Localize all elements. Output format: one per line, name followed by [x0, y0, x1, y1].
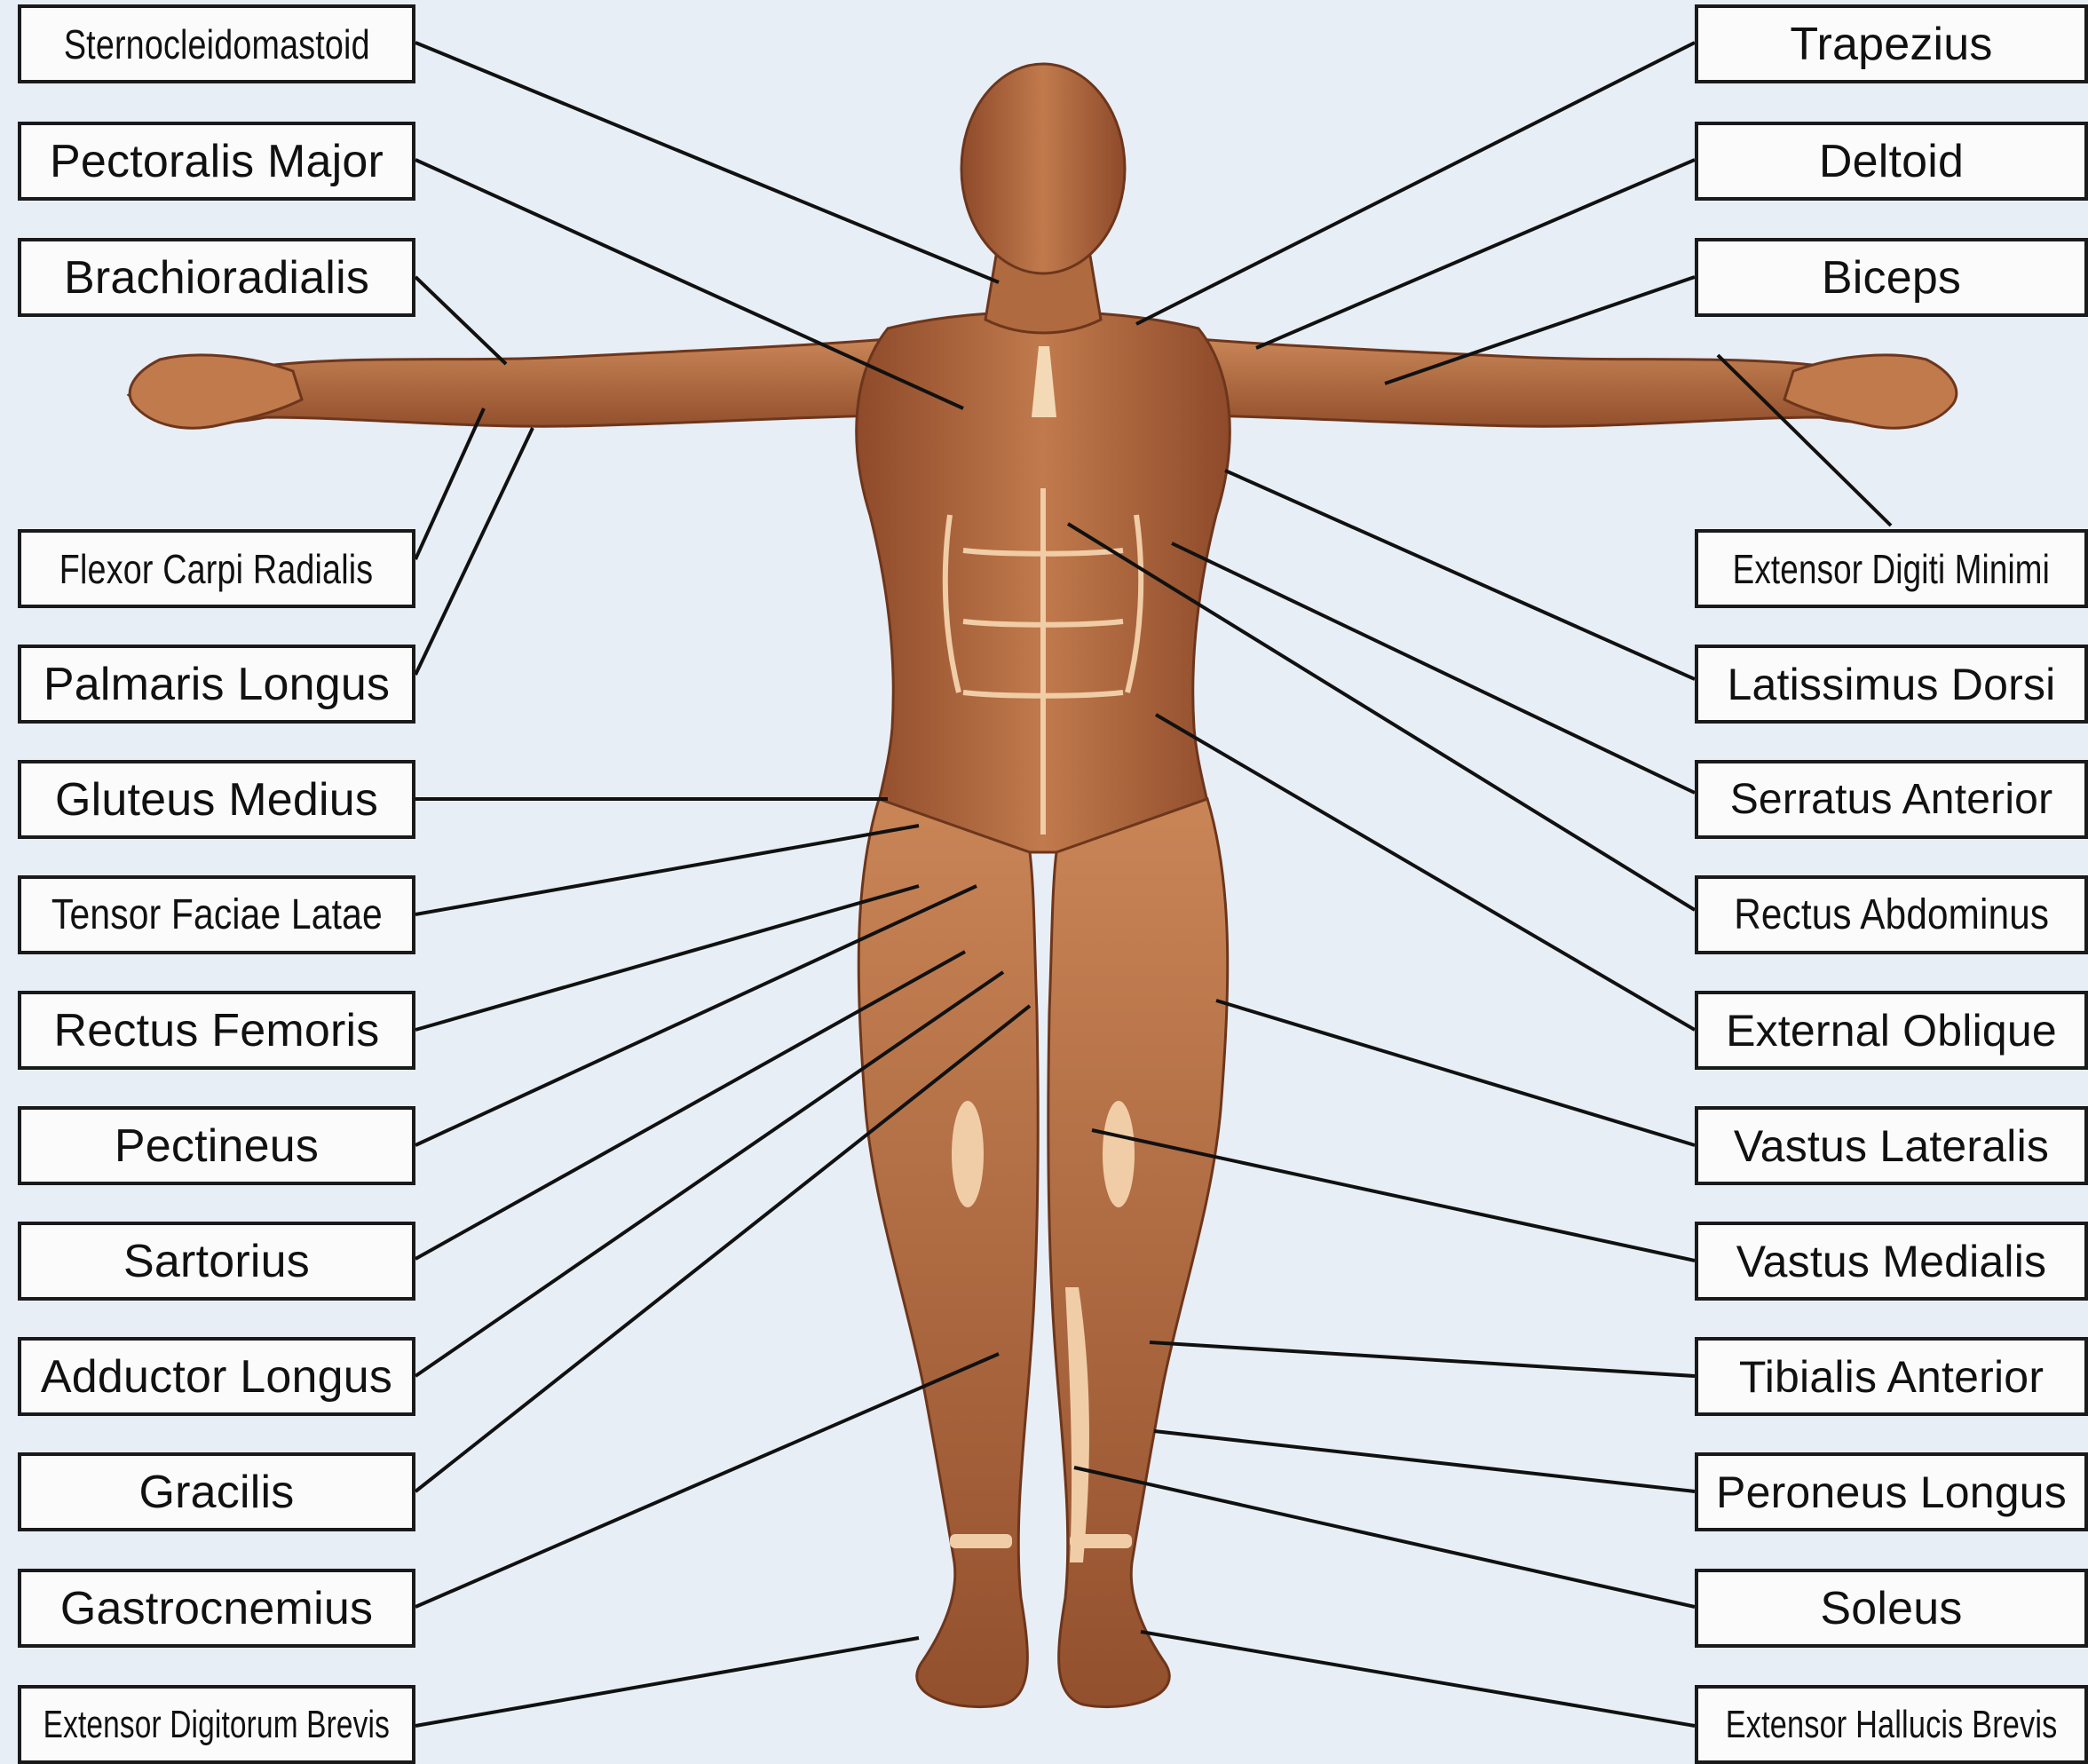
- label-vastus-lateralis: Vastus Lateralis: [1695, 1106, 2088, 1185]
- label-palmaris-longus: Palmaris Longus: [18, 645, 415, 724]
- label-serratus-anterior: Serratus Anterior: [1695, 760, 2088, 839]
- label-tensor-faciae-latae: Tensor Faciae Latae: [18, 875, 415, 954]
- label-extensor-digitorum-brevis: Extensor Digitorum Brevis: [18, 1685, 415, 1764]
- label-rectus-femoris: Rectus Femoris: [18, 991, 415, 1070]
- label-brachioradialis: Brachioradialis: [18, 238, 415, 317]
- label-rectus-abdominus: Rectus Abdominus: [1695, 875, 2088, 954]
- label-sternocleidomastoid: Sternocleidomastoid: [18, 4, 415, 83]
- right-leg: [1048, 799, 1228, 1707]
- label-pectineus: Pectineus: [18, 1106, 415, 1185]
- label-biceps: Biceps: [1695, 238, 2088, 317]
- label-vastus-medialis: Vastus Medialis: [1695, 1222, 2088, 1301]
- label-flexor-carpi-radialis: Flexor Carpi Radialis: [18, 529, 415, 608]
- label-gastrocnemius: Gastrocnemius: [18, 1569, 415, 1648]
- left-leg: [858, 799, 1038, 1707]
- head: [961, 64, 1125, 273]
- label-sartorius: Sartorius: [18, 1222, 415, 1301]
- label-gracilis: Gracilis: [18, 1452, 415, 1531]
- label-pectoralis-major: Pectoralis Major: [18, 122, 415, 201]
- label-extensor-digiti-minimi: Extensor Digiti Minimi: [1695, 529, 2088, 608]
- label-adductor-longus: Adductor Longus: [18, 1337, 415, 1416]
- label-gluteus-medius: Gluteus Medius: [18, 760, 415, 839]
- label-extensor-hallucis-brevis: Extensor Hallucis Brevis: [1695, 1685, 2088, 1764]
- label-trapezius: Trapezius: [1695, 4, 2088, 83]
- label-peroneus-longus: Peroneus Longus: [1695, 1452, 2088, 1531]
- label-latissimus-dorsi: Latissimus Dorsi: [1695, 645, 2088, 724]
- label-external-oblique: External Oblique: [1695, 991, 2088, 1070]
- label-soleus: Soleus: [1695, 1569, 2088, 1648]
- label-deltoid: Deltoid: [1695, 122, 2088, 201]
- label-tibialis-anterior: Tibialis Anterior: [1695, 1337, 2088, 1416]
